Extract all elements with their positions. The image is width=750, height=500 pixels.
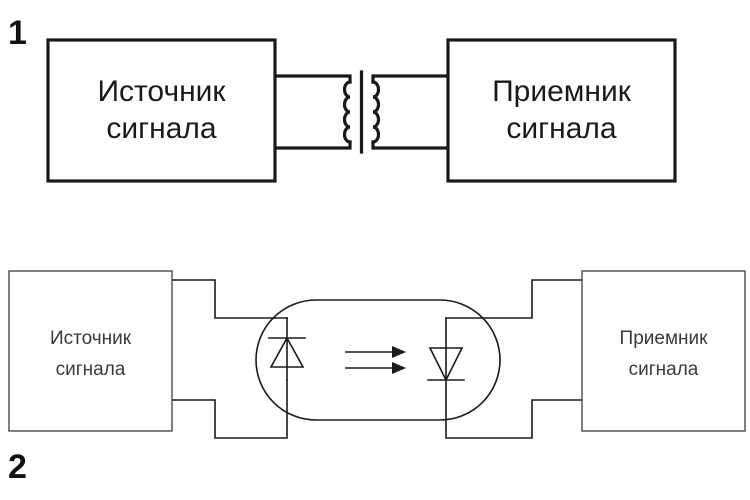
- signal-source-2-line2: сигнала: [56, 359, 126, 380]
- led-top-wire: [171, 279, 288, 319]
- led-bottom-wire: [171, 379, 288, 439]
- optocoupler-icon: [255, 299, 501, 421]
- signal-source-box: [46, 38, 277, 183]
- signal-source-line1: Источник: [97, 75, 226, 108]
- photodiode-top-wire: [445, 279, 583, 319]
- diagram-2: 2: [8, 270, 746, 486]
- optocoupler-housing: [255, 299, 501, 421]
- signal-receiver-line2: сигнала: [506, 112, 616, 145]
- primary-coil: [342, 80, 352, 144]
- secondary-bottom-wire: [371, 140, 450, 150]
- secondary-coil: [371, 80, 381, 144]
- signal-receiver-box-2: [581, 270, 746, 432]
- signal-source-2-line1: Источник: [50, 328, 132, 349]
- light-arrows-icon: [345, 346, 406, 374]
- diagram-2-number: 2: [8, 448, 27, 486]
- signal-receiver-box: [446, 38, 677, 183]
- signal-receiver-line1: Приемник: [492, 75, 632, 108]
- diagram-1-number: 1: [8, 14, 27, 52]
- diagram-1: 1 Источник сигнала Приемник сигнала: [8, 14, 677, 183]
- signal-receiver-2-line2: сигнала: [629, 359, 699, 380]
- transformer-icon: [342, 70, 381, 154]
- photodiode-bottom-wire: [445, 379, 583, 439]
- signal-source-line2: сигнала: [106, 112, 216, 145]
- primary-top-wire: [273, 74, 352, 84]
- signal-receiver-2-line1: Приемник: [620, 328, 709, 349]
- led-diode-icon: [268, 317, 306, 368]
- photodiode-icon: [427, 347, 465, 382]
- primary-bottom-wire: [273, 140, 352, 150]
- signal-source-box-2: [8, 270, 173, 432]
- secondary-top-wire: [371, 74, 450, 84]
